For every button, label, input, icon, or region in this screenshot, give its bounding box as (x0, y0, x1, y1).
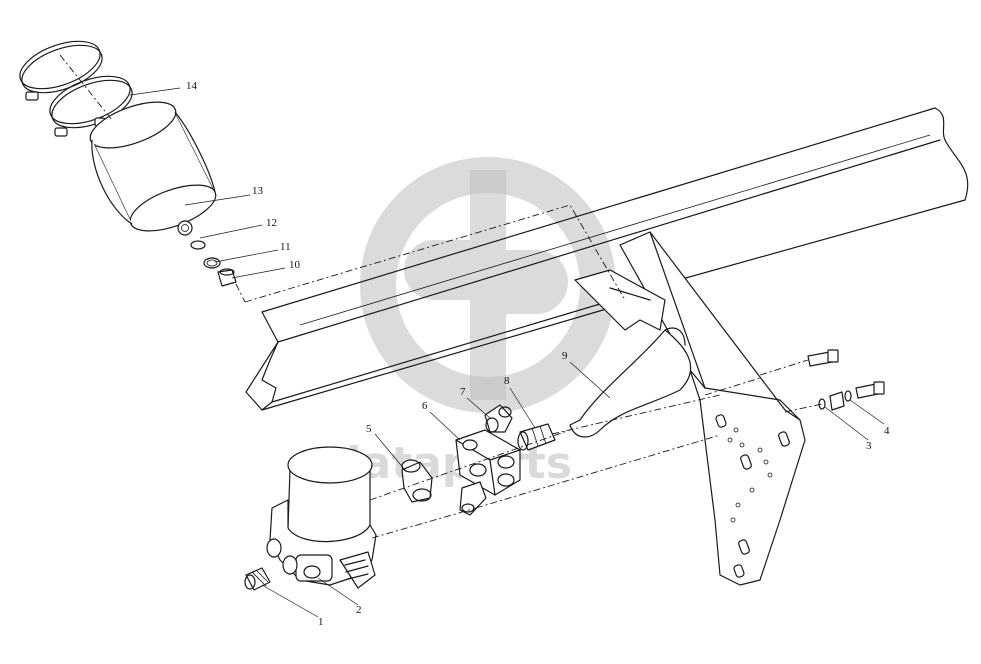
part-7-elbow (484, 404, 513, 433)
label-7: 7 (460, 386, 466, 398)
part-8-connector (517, 423, 556, 451)
frame-rail (245, 107, 969, 411)
leader-lines (129, 87, 885, 618)
label-13: 13 (252, 185, 264, 197)
label-8: 8 (504, 375, 510, 387)
label-14: 14 (186, 80, 198, 92)
part-labels: 1 2 3 4 5 6 7 8 9 10 11 12 13 14 (186, 80, 890, 628)
label-6: 6 (422, 400, 428, 412)
part-13-air-tank (89, 101, 217, 236)
part-14-clamps (19, 40, 133, 137)
part-2-air-dryer (266, 446, 377, 589)
part-9-strap (569, 269, 692, 438)
label-4: 4 (884, 425, 890, 437)
label-3: 3 (866, 440, 872, 452)
assembly-centerlines (59, 54, 823, 539)
part-1-fitting (244, 567, 271, 591)
mounting-bracket (619, 231, 806, 586)
label-1: 1 (318, 616, 324, 628)
parts-10-12-drain-fittings (190, 240, 237, 287)
label-10: 10 (289, 259, 301, 271)
part-6-valve-block (455, 429, 521, 516)
label-5: 5 (366, 423, 372, 435)
label-9: 9 (562, 350, 568, 362)
label-11: 11 (280, 241, 291, 253)
parts-3-4-bolts (807, 349, 885, 411)
label-2: 2 (356, 604, 362, 616)
label-12: 12 (266, 217, 277, 229)
watermark-logo (360, 157, 616, 413)
